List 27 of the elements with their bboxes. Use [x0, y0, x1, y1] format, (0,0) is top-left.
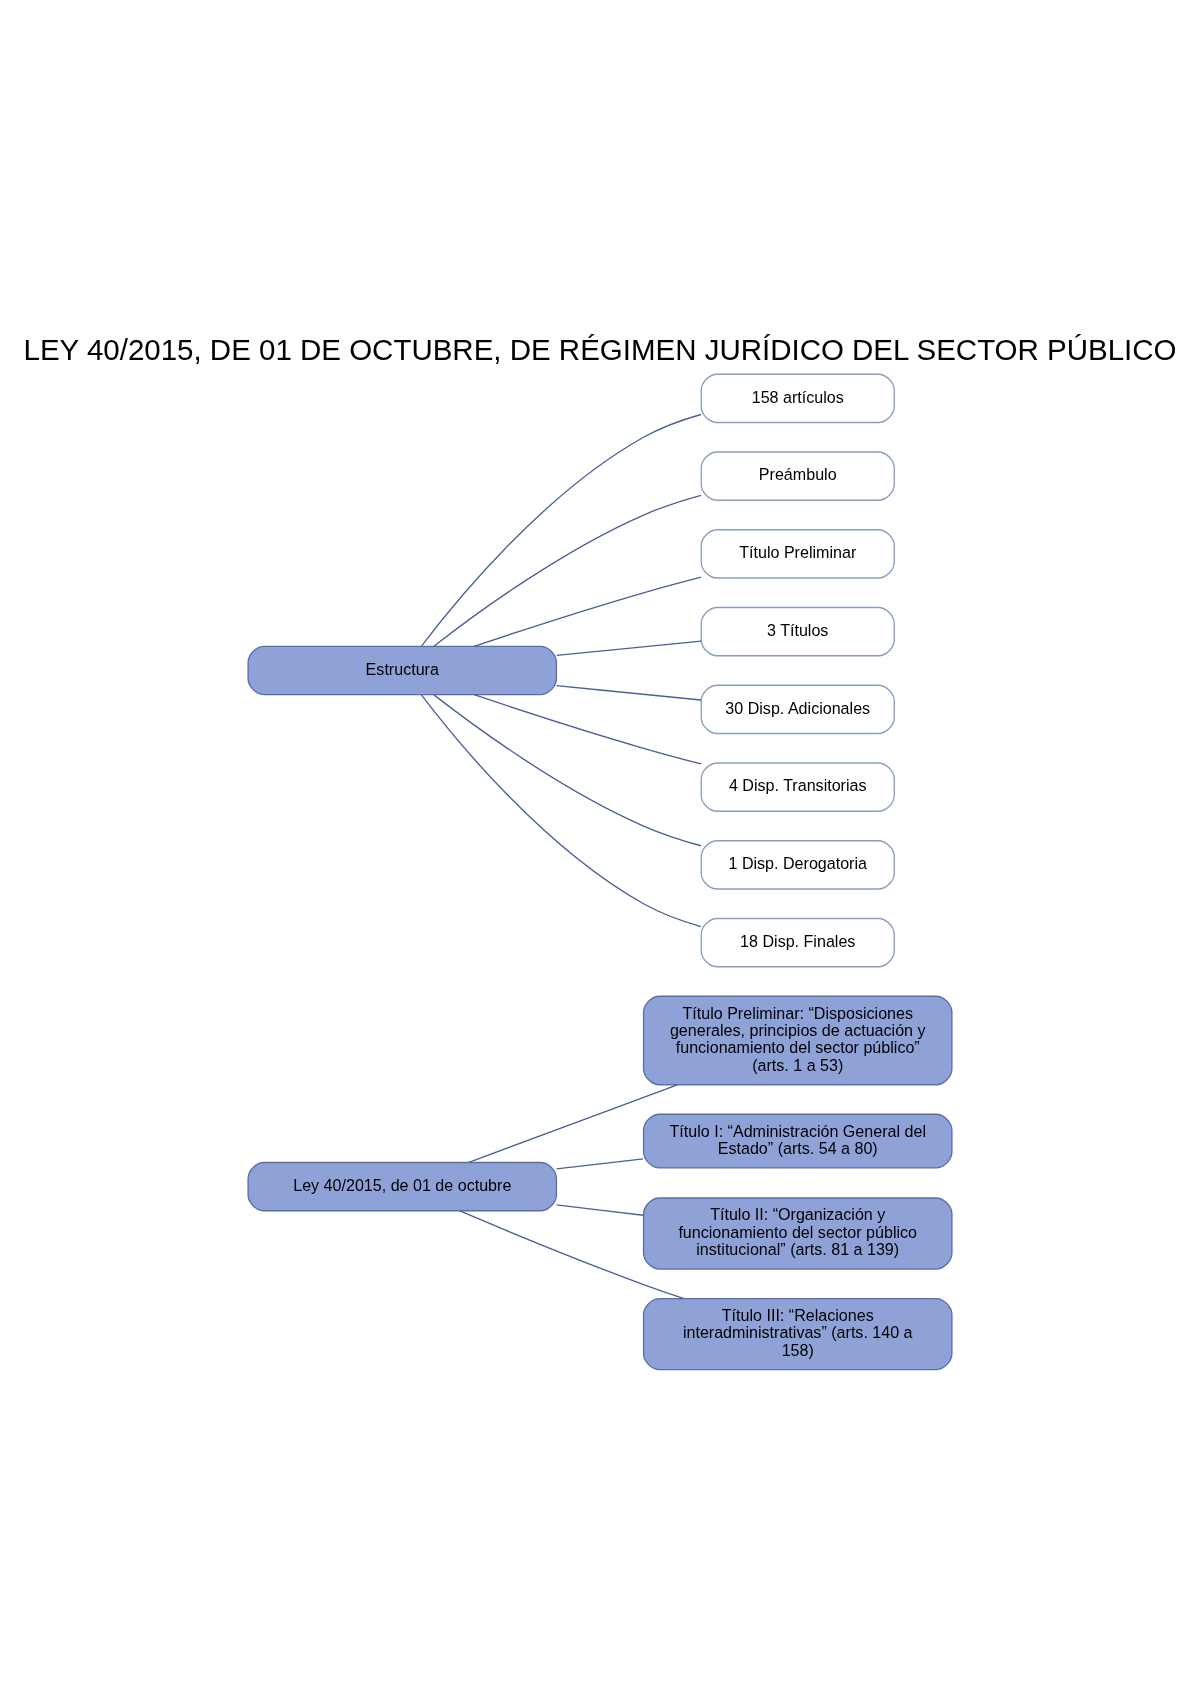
node-box: Título II: “Organización y funcionamiento del sector público institucional” (arts. 81 a 139): [642, 1196, 953, 1270]
node-box: Título Preliminar: [700, 528, 895, 579]
node-box: Estructura: [247, 645, 558, 695]
connector: [473, 575, 702, 647]
connector: [420, 693, 702, 927]
connector: [555, 1157, 644, 1170]
connector: [420, 413, 702, 647]
connector: [555, 639, 702, 656]
diagram-title: LEY 40/2015, DE 01 DE OCTUBRE, DE RÉGIMEN JURÍDICO DEL SECTOR PÚBLICO: [23, 332, 1177, 366]
connector: [473, 693, 702, 765]
node-box: 18 Disp. Finales: [700, 917, 895, 967]
node-box: 158 artículos: [700, 373, 895, 423]
connector: [433, 494, 702, 647]
connector: [555, 1203, 644, 1216]
node-box: 30 Disp. Adicionales: [700, 684, 895, 734]
connector: [468, 1083, 678, 1163]
connector: [459, 1209, 685, 1299]
node-box: Título Preliminar: “Disposiciones generales, principios de actuación y funcionamiento del sector público” (arts. 1 a 53): [642, 995, 953, 1085]
node-box: Título I: “Administración General del Estado” (arts. 54 a 80): [642, 1113, 953, 1169]
node-box: 4 Disp. Transitorias: [700, 761, 895, 812]
connector: [555, 684, 702, 701]
node-box: Preámbulo: [700, 450, 895, 501]
node-box: 3 Títulos: [700, 606, 895, 656]
connector: [433, 693, 702, 846]
node-box: 1 Disp. Derogatoria: [700, 839, 895, 890]
node-box: Ley 40/2015, de 01 de octubre: [247, 1161, 558, 1211]
node-box: Título III: “Relaciones interadministrativas” (arts. 140 a 158): [642, 1297, 953, 1370]
